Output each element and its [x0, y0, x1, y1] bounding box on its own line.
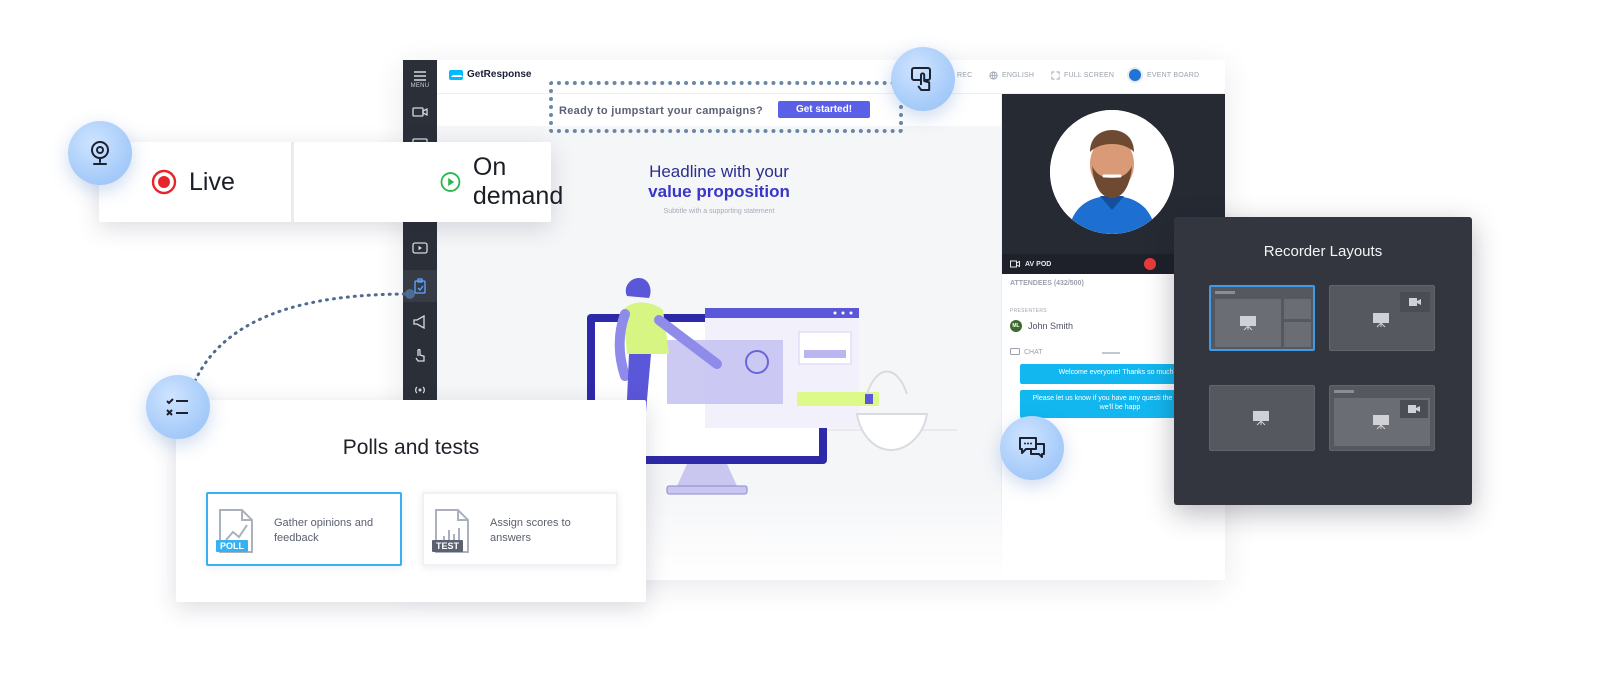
chat-message: Welcome everyone! Thanks so much fo	[1020, 364, 1220, 384]
sidebar-item-video[interactable]	[403, 96, 437, 128]
av-pod-label: AV POD	[1025, 260, 1052, 268]
chat-label: CHAT	[1024, 348, 1043, 356]
megaphone-icon	[413, 315, 425, 329]
hamburger-icon	[414, 71, 426, 81]
fullscreen-icon	[1051, 71, 1060, 80]
banner-text: Ready to jumpstart your campaigns?	[559, 105, 763, 117]
screen-icon	[1373, 415, 1389, 430]
recorder-title: Recorder Layouts	[1263, 243, 1383, 260]
recorder-layouts-card: Recorder Layouts	[1174, 217, 1472, 505]
polls-title: Polls and tests	[342, 436, 480, 459]
presenter-name: John Smith	[1028, 321, 1074, 331]
layout-chat-pane	[1284, 322, 1311, 347]
sidebar-item-polls[interactable]	[403, 270, 437, 302]
interaction-badge	[891, 47, 955, 111]
headline-line-1: Headline with your	[649, 162, 789, 181]
screen-icon	[1373, 313, 1389, 328]
banner-highlight-outline	[549, 81, 903, 133]
layout-option-presentation-with-title-and-camera[interactable]	[1329, 385, 1435, 451]
layout-option-presentation-with-camera[interactable]	[1329, 285, 1435, 351]
layout-option-presentation-only[interactable]	[1209, 385, 1315, 451]
chat-icon	[1010, 348, 1020, 355]
layout-title-bar	[1215, 291, 1235, 294]
avatar	[1127, 67, 1143, 83]
webcam-icon	[91, 141, 109, 165]
menu-button[interactable]: MENU	[403, 64, 437, 96]
on-demand-option[interactable]: On demand	[440, 142, 570, 222]
headline-subtitle: Subtitle with a supporting statement	[663, 208, 775, 215]
brand-name: GetResponse	[467, 69, 532, 80]
dotted-connector	[193, 289, 415, 383]
chat-header[interactable]: CHAT	[1010, 348, 1043, 356]
layout-title-bar	[1334, 390, 1354, 393]
sidebar-item-marketing[interactable]	[403, 306, 437, 338]
screen-icon	[1240, 316, 1256, 331]
chat-divider	[1102, 352, 1120, 354]
presenter-portrait-icon	[1050, 110, 1174, 234]
broadcast-icon	[415, 386, 425, 394]
sidebar-item-interaction[interactable]	[403, 340, 437, 372]
event-mode-card: Live On demand	[99, 142, 563, 222]
rec-label: REC	[957, 71, 973, 79]
chat-badge	[1000, 416, 1064, 480]
presenter-initials-avatar: ML	[1010, 320, 1022, 332]
presenters-heading: PRESENTERS	[1010, 308, 1047, 314]
globe-icon	[989, 71, 998, 80]
get-started-button[interactable]: Get started!	[778, 101, 870, 118]
presenter-list-item[interactable]: ML John Smith	[1010, 320, 1073, 332]
test-option[interactable]: TEST Assign scores to answers	[422, 492, 618, 566]
play-video-icon	[412, 242, 428, 254]
event-board-label: EVENT BOARD	[1147, 71, 1200, 79]
top-bar: GetResponse REC ENGLISH FULL SCREEN EVEN…	[437, 60, 1225, 94]
screen-icon	[1253, 411, 1269, 426]
test-badge: TEST	[432, 540, 464, 552]
video-camera-icon	[1409, 298, 1421, 306]
getresponse-logo: GetResponse	[449, 69, 531, 80]
mic-off-icon[interactable]	[1144, 258, 1156, 270]
chat-bubbles-icon	[1019, 437, 1045, 458]
language-selector[interactable]: ENGLISH	[989, 71, 1034, 80]
poll-option[interactable]: POLL Gather opinions and feedback	[206, 492, 402, 566]
video-camera-icon	[1408, 405, 1420, 413]
polls-and-tests-card: Polls and tests POLL Gather opinions and…	[176, 400, 646, 602]
on-demand-label: On demand	[472, 153, 564, 210]
checklist-icon	[166, 398, 188, 416]
camera-icon	[1010, 260, 1020, 268]
poll-description: Gather opinions and feedback	[274, 517, 374, 544]
sidebar-item-broadcast[interactable]	[403, 374, 437, 406]
sidebar-item-youtube[interactable]	[403, 232, 437, 264]
record-icon	[151, 169, 177, 195]
event-board-button[interactable]: EVENT BOARD	[1127, 67, 1199, 83]
layout-option-presentation-with-sidebar[interactable]	[1209, 285, 1315, 351]
clipboard-check-icon	[414, 278, 426, 294]
layout-video-pane	[1284, 299, 1311, 319]
live-label: Live	[189, 167, 235, 196]
language-label: ENGLISH	[1002, 72, 1035, 79]
play-circle-icon	[440, 172, 461, 192]
menu-label: MENU	[410, 83, 430, 89]
touch-icon	[911, 67, 931, 91]
poll-badge-circle	[146, 375, 210, 439]
video-camera-icon	[412, 107, 428, 117]
live-option[interactable]: Live	[151, 142, 235, 222]
poll-badge: POLL	[216, 540, 248, 552]
attendees-count[interactable]: ATTENDEES (432/500)	[1010, 280, 1084, 287]
fullscreen-label: FULL SCREEN	[1064, 72, 1115, 79]
mode-divider	[291, 142, 294, 222]
presenter-photo	[1050, 110, 1174, 234]
envelope-logo-icon	[449, 69, 463, 80]
webcam-badge	[68, 121, 132, 185]
presenter-video	[1002, 94, 1225, 254]
test-description: Assign scores to answers	[490, 517, 571, 544]
headline-line-2: value proposition	[648, 182, 790, 201]
hand-pointer-icon	[415, 348, 425, 362]
fullscreen-button[interactable]: FULL SCREEN	[1051, 71, 1114, 80]
av-pod-bar: AV POD	[1002, 254, 1225, 274]
